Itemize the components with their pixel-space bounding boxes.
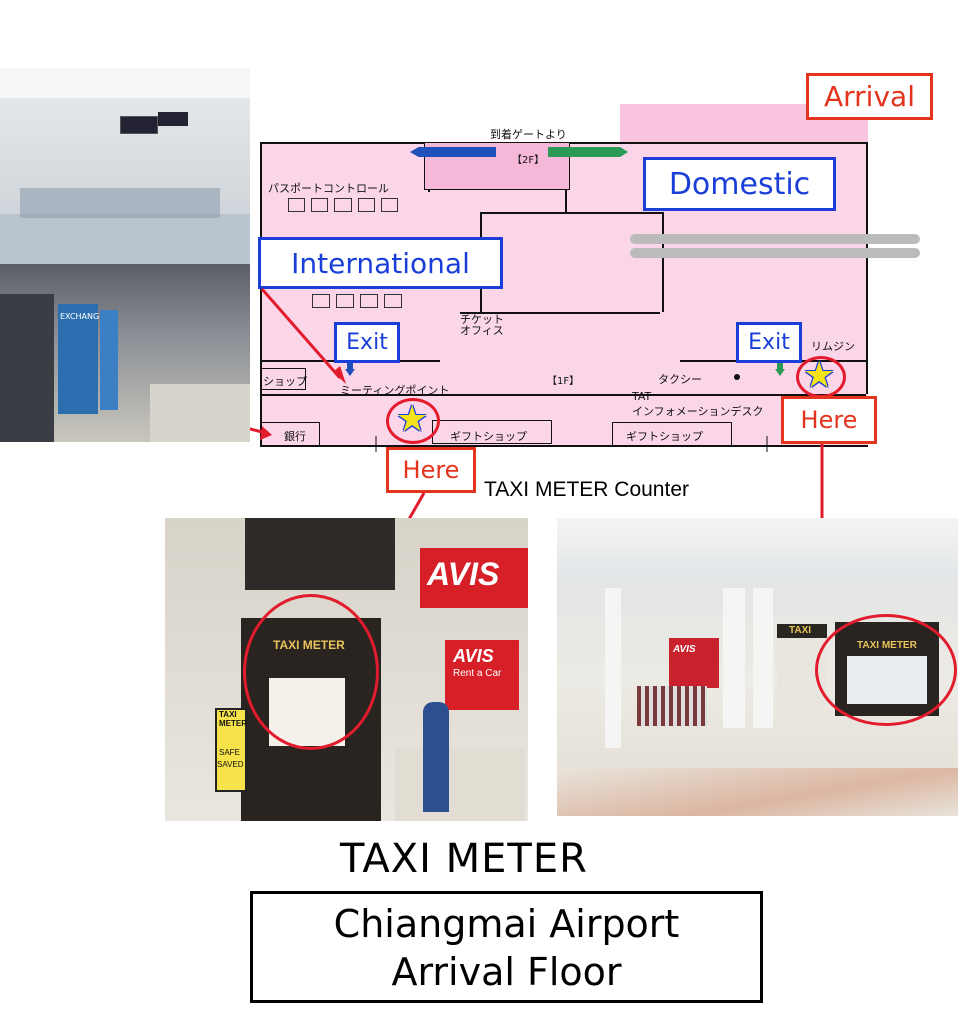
conveyor-belt — [630, 234, 920, 244]
map-wall — [260, 445, 868, 447]
exit-arrow-green — [775, 362, 785, 376]
gift-shop-box-2 — [612, 422, 732, 446]
counter-caption: TAXI METER Counter — [484, 478, 689, 501]
highlight-circle — [243, 594, 379, 750]
photo-arrival-hall-wide: AVIS TAXI TAXI METER — [557, 518, 958, 816]
taxi-standee — [215, 708, 247, 792]
conveyor-belt — [630, 248, 920, 258]
floor-1f-text: 【1F】 — [547, 376, 580, 387]
exchange-booth — [58, 304, 98, 414]
domestic-label: Domestic — [643, 157, 836, 211]
shop-box — [260, 368, 306, 390]
star-icon: ★ — [803, 355, 836, 396]
canopy — [245, 518, 395, 590]
main-title: TAXI METER — [340, 836, 588, 882]
gift-shop-2-text: ギフトショップ — [626, 430, 703, 443]
standee-title: TAXI METER — [219, 710, 247, 728]
here-label-right: Here — [781, 396, 877, 444]
tat-info-text: インフォメーションデスク — [632, 405, 764, 418]
avis-kiosk — [669, 638, 719, 688]
staff-person — [423, 702, 449, 812]
bank-text: 銀行 — [284, 430, 306, 443]
avis-desk — [395, 748, 525, 821]
blue-arrow-left — [410, 147, 496, 157]
standee-saved: SAVED — [217, 760, 244, 769]
taxi-point-marker — [734, 374, 740, 380]
passport-control-text: パスポートコントロール — [268, 182, 389, 195]
floor-2f-text: 【2F】 — [512, 155, 545, 166]
exit-arrow-blue — [345, 362, 355, 376]
arrival-gate-text: 到着ゲートより — [490, 128, 567, 141]
pointer-line-international — [260, 288, 342, 379]
highlight-circle — [815, 614, 957, 726]
luggage-carts — [637, 686, 707, 726]
international-label: International — [258, 237, 503, 289]
hall-avis-text: AVIS — [673, 644, 696, 655]
photo-exchange-corridor: EXCHANGE — [0, 264, 250, 442]
arrival-label: Arrival — [806, 73, 933, 120]
avis-sign: AVIS — [427, 556, 500, 592]
here-circle-left — [386, 398, 440, 444]
map-wall — [662, 212, 664, 312]
standee-safe: SAFE — [219, 748, 240, 757]
limousine-text: リムジン — [811, 340, 855, 353]
avis-panel-sub: Rent a Car — [453, 668, 502, 679]
map-wall — [866, 142, 868, 394]
exit-label-right: Exit — [736, 322, 802, 363]
exit-label-left: Exit — [334, 322, 400, 363]
photo-arrival-hall — [0, 68, 250, 264]
map-wall — [460, 312, 660, 314]
flight-board — [120, 116, 158, 134]
avis-panel — [445, 640, 519, 710]
booths-lower — [312, 294, 402, 308]
avis-sign-bg — [420, 548, 528, 608]
map-wall — [565, 190, 567, 214]
passport-booths — [288, 198, 399, 212]
green-arrow-right — [548, 147, 628, 157]
arrow-head-icon — [260, 426, 272, 440]
ticket-office-text: チケット オフィス — [460, 313, 504, 337]
upper-floor-box — [424, 142, 570, 190]
taxi-text: タクシー — [658, 373, 702, 386]
here-label-left: Here — [386, 447, 476, 493]
star-icon: ★ — [396, 399, 429, 440]
exchange-sign: EXCHANGE — [60, 312, 105, 321]
avis-panel-text: AVIS — [453, 646, 494, 666]
map-wall — [260, 142, 262, 447]
subtitle-line-1: Chiangmai Airport — [333, 902, 680, 946]
flight-board — [158, 112, 188, 126]
bank-box — [260, 422, 320, 446]
tat-text: TAT — [632, 390, 652, 403]
hall-taxi-right: TAXI — [789, 625, 812, 636]
subtitle-box: Chiangmai Airport Arrival Floor — [250, 891, 763, 1003]
meeting-point-text: ミーティングポイント — [340, 384, 450, 397]
subtitle-line-2: Arrival Floor — [391, 950, 622, 994]
map-wall — [480, 212, 662, 214]
photo-taxi-counter: TAXI METER AVIS AVIS Rent a Car TAXI MET… — [165, 518, 528, 821]
arrow-head-icon — [333, 366, 346, 384]
seating-row — [0, 214, 250, 264]
shop-text: ショップ — [263, 375, 307, 388]
gift-shop-1-text: ギフトショップ — [450, 430, 527, 443]
map-wall — [260, 394, 866, 396]
